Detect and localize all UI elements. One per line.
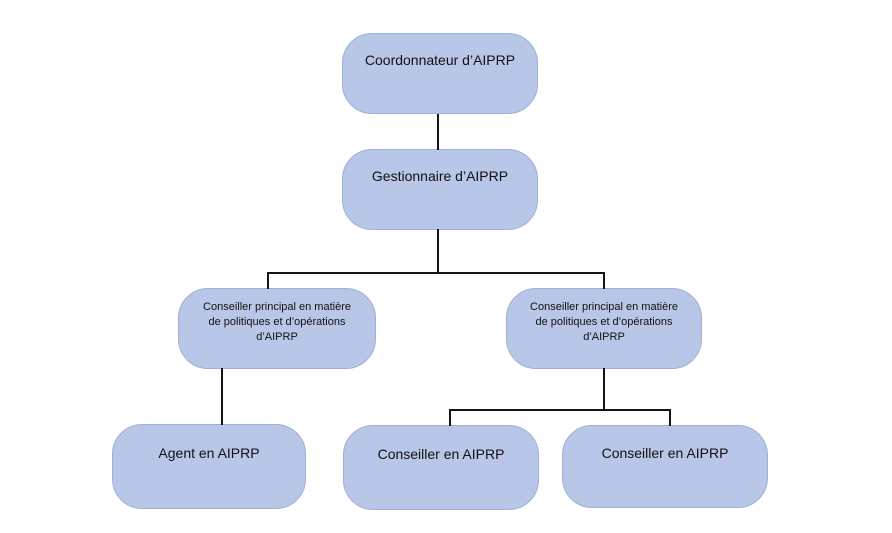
node-label: Conseiller en AIPRP (601, 444, 729, 461)
node-label-line: d’AIPRP (583, 330, 625, 343)
node-conseiller-aiprp-gauche: Conseiller en AIPRP (343, 425, 539, 510)
connector-gestionnaire-crossbar (267, 272, 605, 274)
node-label: Conseiller en AIPRP (377, 445, 505, 462)
connector-principal-gauche-agent (221, 368, 223, 425)
node-conseiller-aiprp-droit: Conseiller en AIPRP (562, 425, 768, 508)
connector-principal-droit-stem (603, 368, 605, 411)
node-agent-aiprp: Agent en AIPRP (112, 424, 306, 509)
node-label-line: de politiques et d’opérations (208, 316, 346, 329)
connector-gestionnaire-stem (437, 229, 439, 273)
node-label: Gestionnaire d’AIPRP (371, 167, 509, 184)
node-coordonnateur-aiprp: Coordonnateur d’AIPRP (342, 33, 538, 114)
node-gestionnaire-aiprp: Gestionnaire d’AIPRP (342, 149, 538, 230)
connector-drop-conseiller-droit (669, 409, 671, 426)
connector-drop-conseiller-principal-gauche (267, 272, 269, 289)
node-label-line: de politiques et d’opérations (535, 316, 673, 329)
node-label-line: Conseiller principal en matière (530, 301, 678, 314)
connector-drop-conseiller-principal-droit (603, 272, 605, 289)
connector-drop-conseiller-gauche (449, 409, 451, 426)
node-conseiller-principal-droit: Conseiller principal en matière de polit… (506, 288, 702, 369)
node-conseiller-principal-gauche: Conseiller principal en matière de polit… (178, 288, 376, 369)
node-label: Agent en AIPRP (158, 444, 260, 461)
connector-coordonnateur-gestionnaire (437, 114, 439, 150)
connector-principal-droit-crossbar (449, 409, 671, 411)
node-label: Coordonnateur d’AIPRP (364, 51, 516, 68)
node-label-line: Conseiller principal en matière (203, 301, 351, 314)
node-label-line: d’AIPRP (256, 330, 298, 343)
